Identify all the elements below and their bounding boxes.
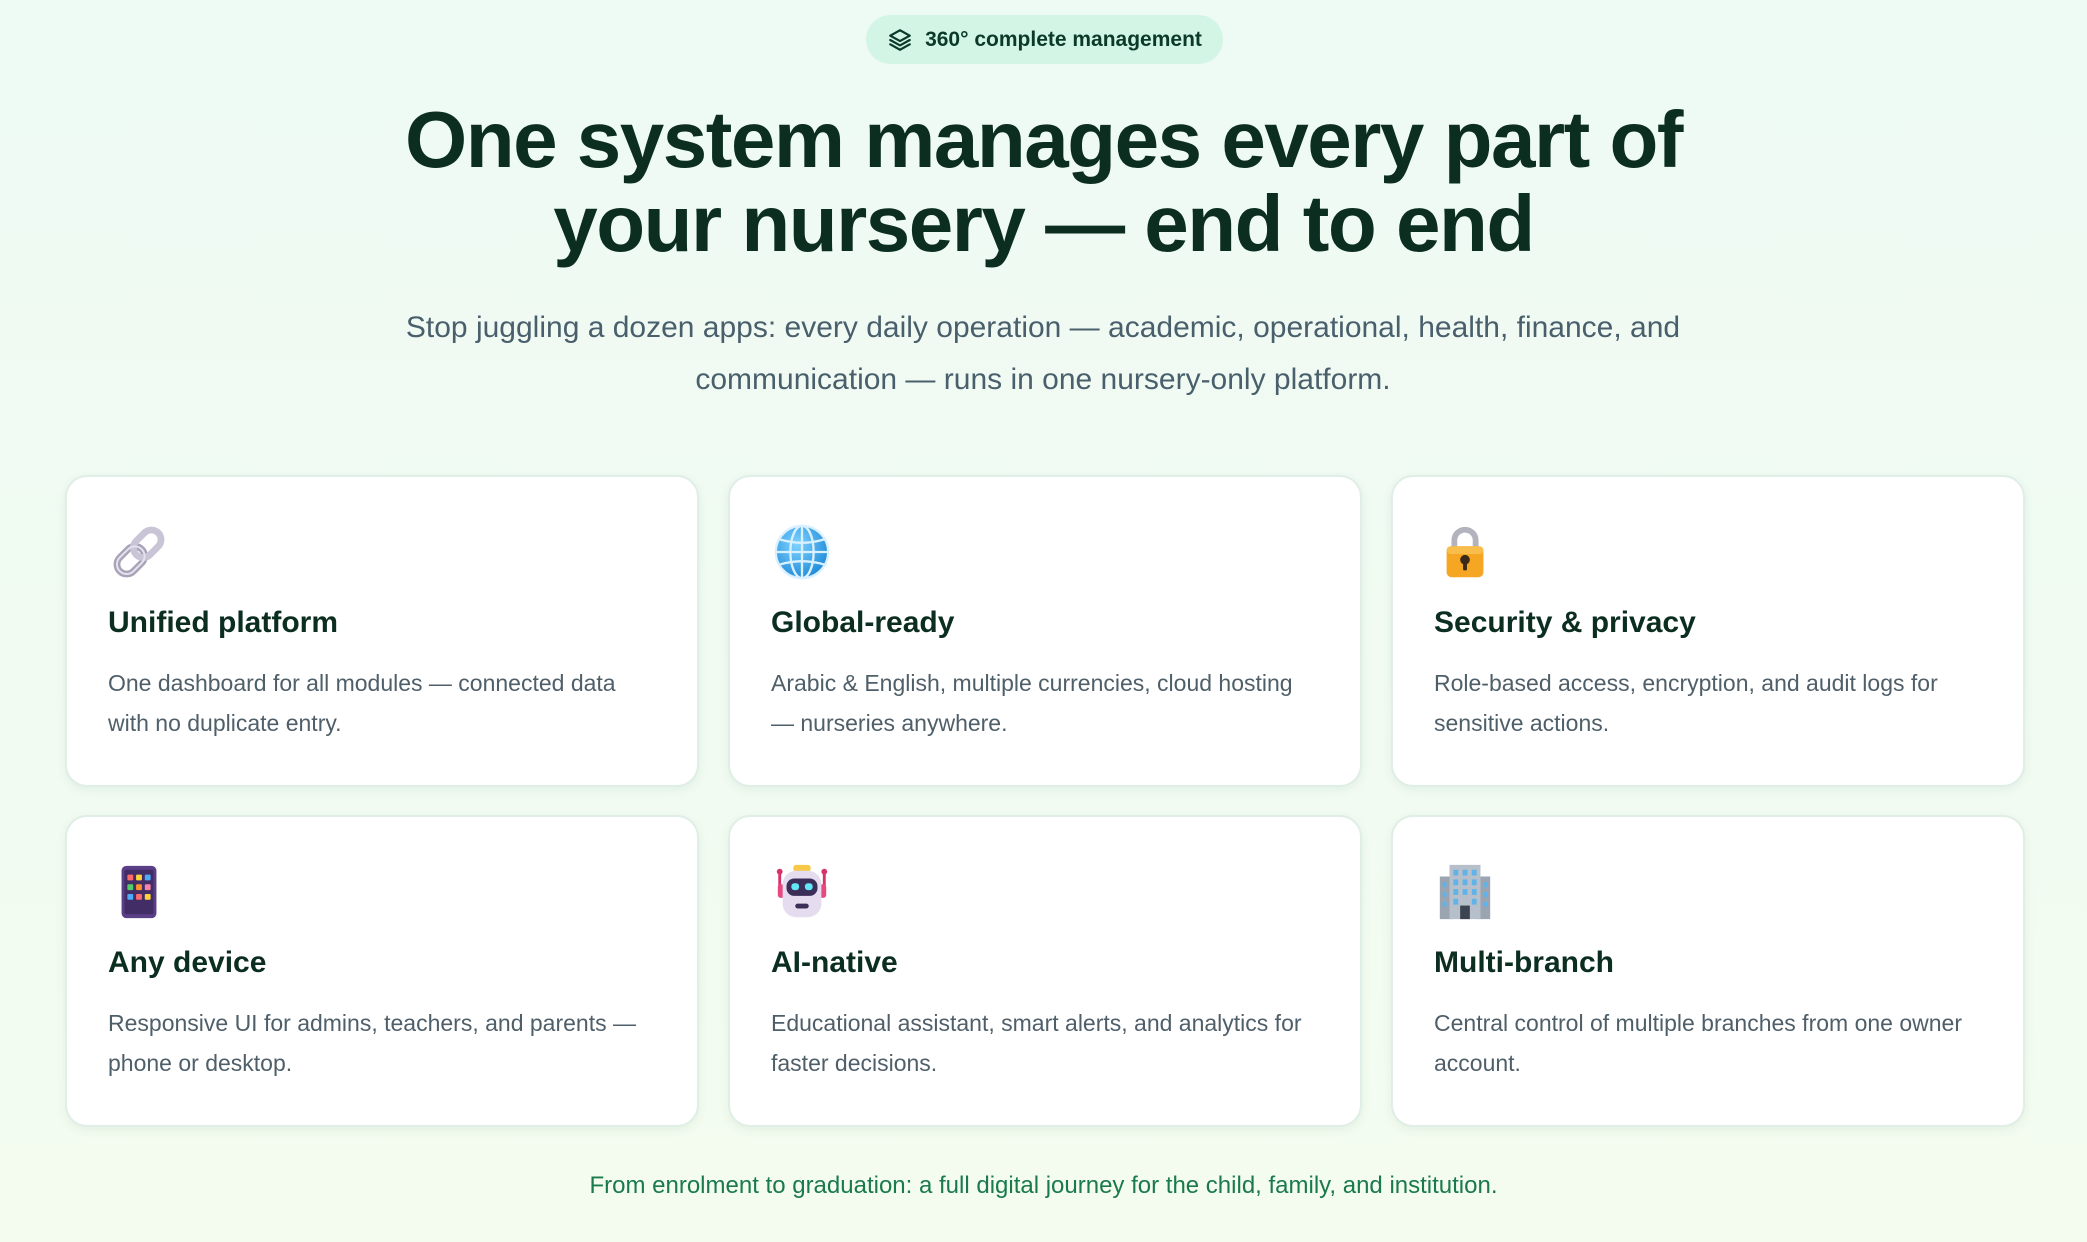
feature-title: Any device (108, 946, 267, 979)
feature-card-ai-native: AI-native Educational assistant, smart a… (728, 815, 1362, 1127)
subtitle-line-2: communication — runs in one nursery-only… (695, 363, 1391, 396)
badge-label: 360° complete management (925, 27, 1202, 51)
feature-description: Role-based access, encryption, and audit… (1434, 670, 1938, 736)
subtitle-line-1: Stop juggling a dozen apps: every daily … (405, 311, 1681, 344)
feature-card-security-privacy: Security & privacy Role-based access, en… (1391, 475, 2025, 787)
feature-card-multi-branch: Multi-branch Central control of multiple… (1391, 815, 2025, 1127)
feature-description: One dashboard for all modules — connecte… (108, 670, 616, 736)
page-subtitle: Stop juggling a dozen apps: every daily … (393, 302, 1693, 406)
feature-title: Global-ready (771, 606, 955, 639)
globe-icon (771, 521, 833, 583)
office-building-icon (1434, 861, 1496, 923)
feature-card-any-device: Any device Responsive UI for admins, tea… (65, 815, 699, 1127)
feature-description: Central control of multiple branches fro… (1434, 1010, 1962, 1076)
feature-title: Security & privacy (1434, 606, 1696, 639)
feature-description: Responsive UI for admins, teachers, and … (108, 1010, 636, 1076)
device-apps-icon (108, 861, 170, 923)
feature-grid: Unified platform One dashboard for all m… (65, 475, 2025, 1127)
lock-icon (1434, 521, 1496, 583)
feature-description: Educational assistant, smart alerts, and… (771, 1010, 1302, 1076)
link-icon (108, 521, 170, 583)
feature-title: AI-native (771, 946, 898, 979)
feature-card-unified-platform: Unified platform One dashboard for all m… (65, 475, 699, 787)
robot-icon (771, 861, 833, 923)
section-badge: 360° complete management (866, 15, 1223, 64)
feature-title: Unified platform (108, 606, 338, 639)
feature-title: Multi-branch (1434, 946, 1614, 979)
footer-tagline: From enrolment to graduation: a full dig… (589, 1172, 1498, 1199)
feature-description: Arabic & English, multiple currencies, c… (771, 670, 1293, 736)
headline-line-2: your nursery — end to end (553, 179, 1535, 268)
headline-line-1: One system manages every part of (404, 95, 1684, 184)
page-title: One system manages every part of your nu… (0, 98, 2087, 266)
feature-card-global-ready: Global-ready Arabic & English, multiple … (728, 475, 1362, 787)
layers-icon (887, 27, 913, 53)
